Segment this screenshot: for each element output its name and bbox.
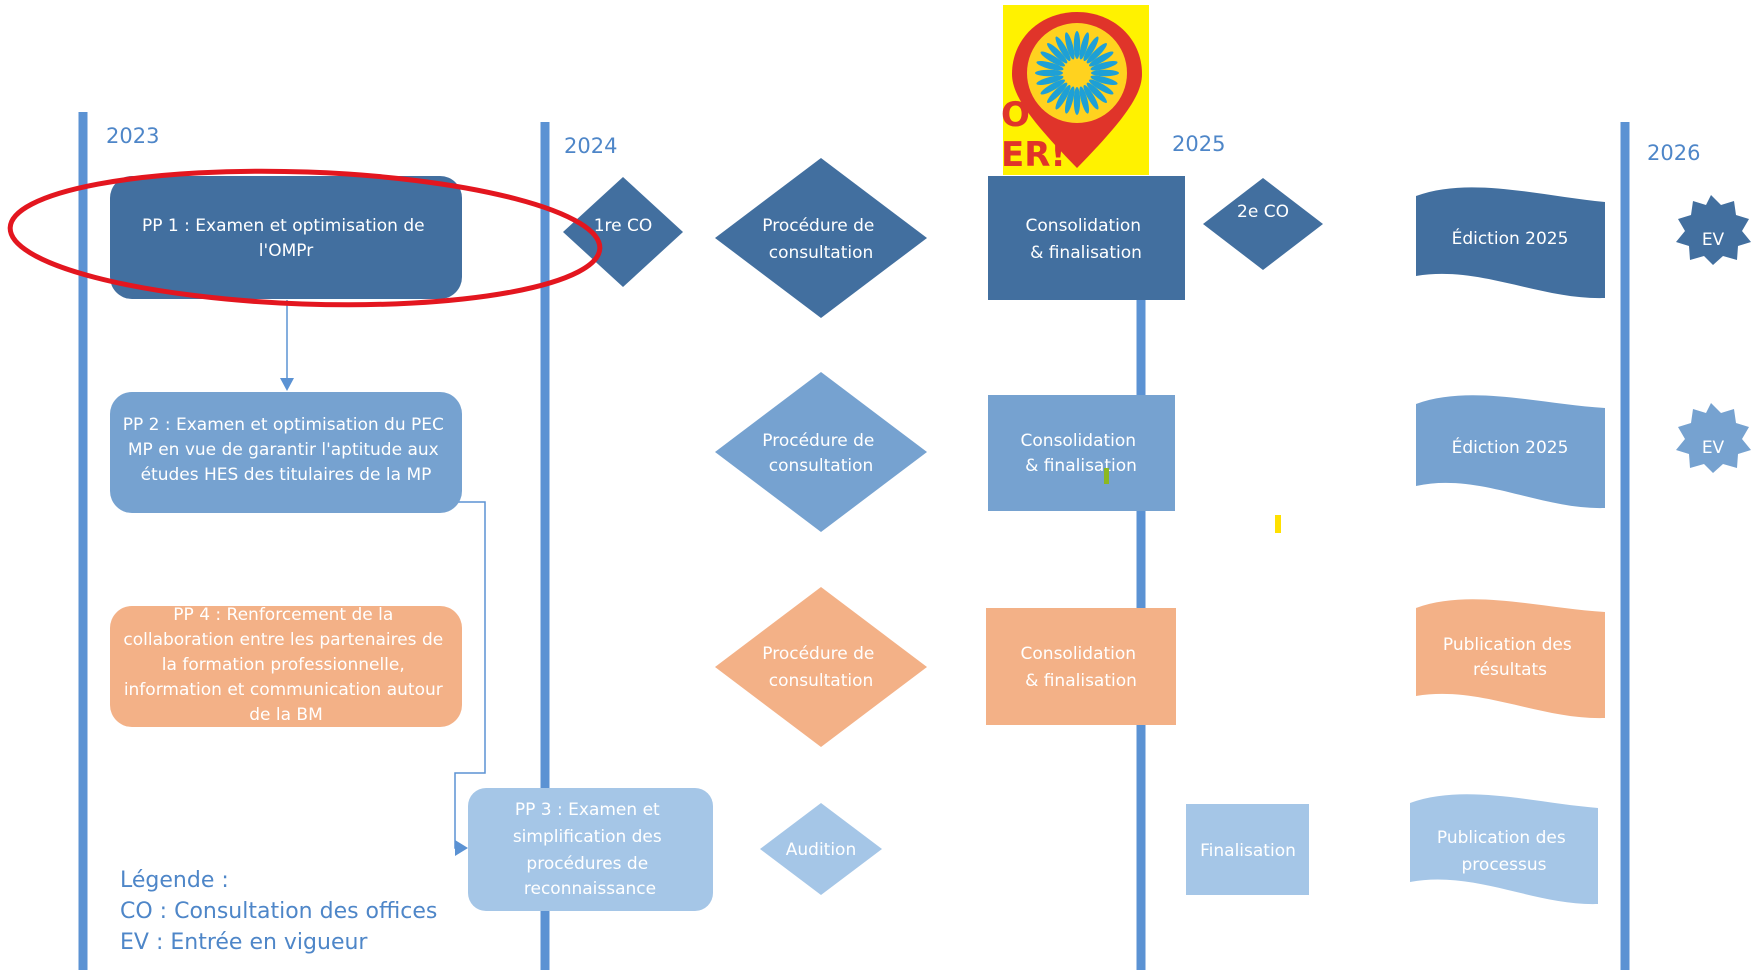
- wheel-spoke: [1091, 69, 1119, 77]
- pp4-result-label: Publication des résultats: [1443, 635, 1577, 680]
- wheel-spoke: [1036, 75, 1064, 86]
- pp1-consultation-label: Procédure de consultation: [762, 216, 879, 263]
- highlight-ellipse: [7, 168, 603, 308]
- pp1-second-co-diamond: [1203, 178, 1323, 270]
- wheel-spoke: [1073, 31, 1081, 59]
- wheel-spoke: [1040, 79, 1065, 95]
- wheel-hub: [1066, 62, 1088, 84]
- wheel-spoke: [1073, 87, 1081, 115]
- year-label-2023: 2023: [106, 124, 159, 148]
- row-pp2: PP 2 : Examen et optimisation du PEC MP …: [110, 372, 1751, 532]
- pp1-ev-burst: [1676, 195, 1751, 265]
- wheel-icon: [1035, 31, 1119, 115]
- pp2-edition-label: Édiction 2025: [1452, 436, 1569, 458]
- pp3-result-label: Publication des processus: [1437, 828, 1571, 875]
- pp1-consolidation-label: Consolidation & finalisation: [1026, 216, 1147, 263]
- wheel-spoke: [1079, 86, 1090, 114]
- pp2-ev-label: EV: [1702, 438, 1725, 458]
- pp3-project-box: [468, 788, 713, 911]
- wheel-spoke: [1083, 85, 1099, 110]
- arrowhead-pp3: [455, 840, 468, 856]
- connectors: [280, 300, 486, 856]
- arrowhead-pp2: [280, 378, 294, 391]
- wheel-spoke: [1047, 82, 1068, 103]
- wheel-spoke: [1064, 32, 1075, 60]
- pp2-ev-burst: [1676, 403, 1751, 473]
- pp1-edition-banner: [1416, 187, 1605, 299]
- row-pp1: PP 1 : Examen et optimisation de l'OMPr …: [110, 158, 1751, 318]
- pp4-result-banner: [1416, 599, 1605, 719]
- wheel-spoke: [1089, 51, 1114, 67]
- pp4-consultation-label: Procédure de consultation: [762, 644, 879, 691]
- year-label-2024: 2024: [564, 134, 617, 158]
- wheel-spoke: [1055, 85, 1071, 110]
- stray-mark-yellow: [1275, 515, 1281, 533]
- pp4-consultation-diamond: [715, 587, 927, 747]
- pp1-edition-label: Édiction 2025: [1452, 227, 1569, 249]
- pp1-second-co-label: 2e CO: [1237, 202, 1289, 222]
- wheel-spoke: [1035, 69, 1063, 77]
- wheel-spoke: [1064, 86, 1075, 114]
- location-marker-overlay: O ER!: [1001, 5, 1149, 175]
- pp2-consultation-diamond: [715, 372, 927, 532]
- legend-title: Légende :: [120, 868, 229, 893]
- pp4-consolidation-label: Consolidation & finalisation: [1021, 644, 1142, 691]
- pp2-project-box: [110, 392, 462, 513]
- pp2-consolidation-box: [988, 395, 1175, 511]
- wheel-spoke: [1086, 43, 1107, 64]
- pp4-consolidation-box: [986, 608, 1176, 725]
- pp3-finalisation-box: [1186, 804, 1309, 895]
- wheel-spoke: [1090, 60, 1118, 71]
- wheel-spoke: [1089, 79, 1114, 95]
- wheel-spoke: [1083, 36, 1099, 61]
- pp4-project-label: PP 4 : Renforcement de la collaboration …: [123, 605, 448, 725]
- pp3-audition-diamond: [760, 803, 882, 895]
- wheel-spoke: [1086, 82, 1107, 103]
- wheel-spoke: [1079, 32, 1090, 60]
- pp1-ev-label: EV: [1702, 230, 1725, 250]
- row-pp4: PP 4 : Renforcement de la collaboration …: [110, 587, 1605, 747]
- pp3-result-banner: [1410, 794, 1598, 905]
- pp1-first-co-label: 1re CO: [594, 216, 653, 236]
- legend-co: CO : Consultation des offices: [120, 899, 437, 924]
- pp3-audition-label: Audition: [786, 840, 856, 860]
- legend: Légende : CO : Consultation des offices …: [120, 868, 437, 955]
- wheel-spoke: [1040, 51, 1065, 67]
- stray-mark-green: [1104, 468, 1109, 484]
- pp1-consolidation-box: [988, 176, 1185, 300]
- row-pp3: PP 3 : Examen et simplification des proc…: [468, 788, 1598, 911]
- pp3-project-label: PP 3 : Examen et simplification des proc…: [513, 800, 667, 899]
- year-label-2026: 2026: [1647, 141, 1700, 165]
- pp2-consultation-label: Procédure de consultation: [762, 431, 879, 476]
- wheel-spoke: [1055, 36, 1071, 61]
- pp2-project-label: PP 2 : Examen et optimisation du PEC MP …: [123, 415, 450, 485]
- pp1-project-label: PP 1 : Examen et optimisation de l'OMPr: [142, 216, 430, 261]
- legend-ev: EV : Entrée en vigueur: [120, 930, 368, 955]
- wheel-spoke: [1090, 75, 1118, 86]
- pp2-edition-banner: [1416, 395, 1605, 509]
- pp1-project-box: [110, 176, 462, 299]
- pp4-project-box: [110, 606, 462, 727]
- pp1-consultation-diamond: [715, 158, 927, 318]
- wheel-spoke: [1047, 43, 1068, 64]
- year-label-2025: 2025: [1172, 132, 1225, 156]
- wheel-spoke: [1036, 60, 1064, 71]
- pp3-finalisation-label: Finalisation: [1200, 841, 1296, 861]
